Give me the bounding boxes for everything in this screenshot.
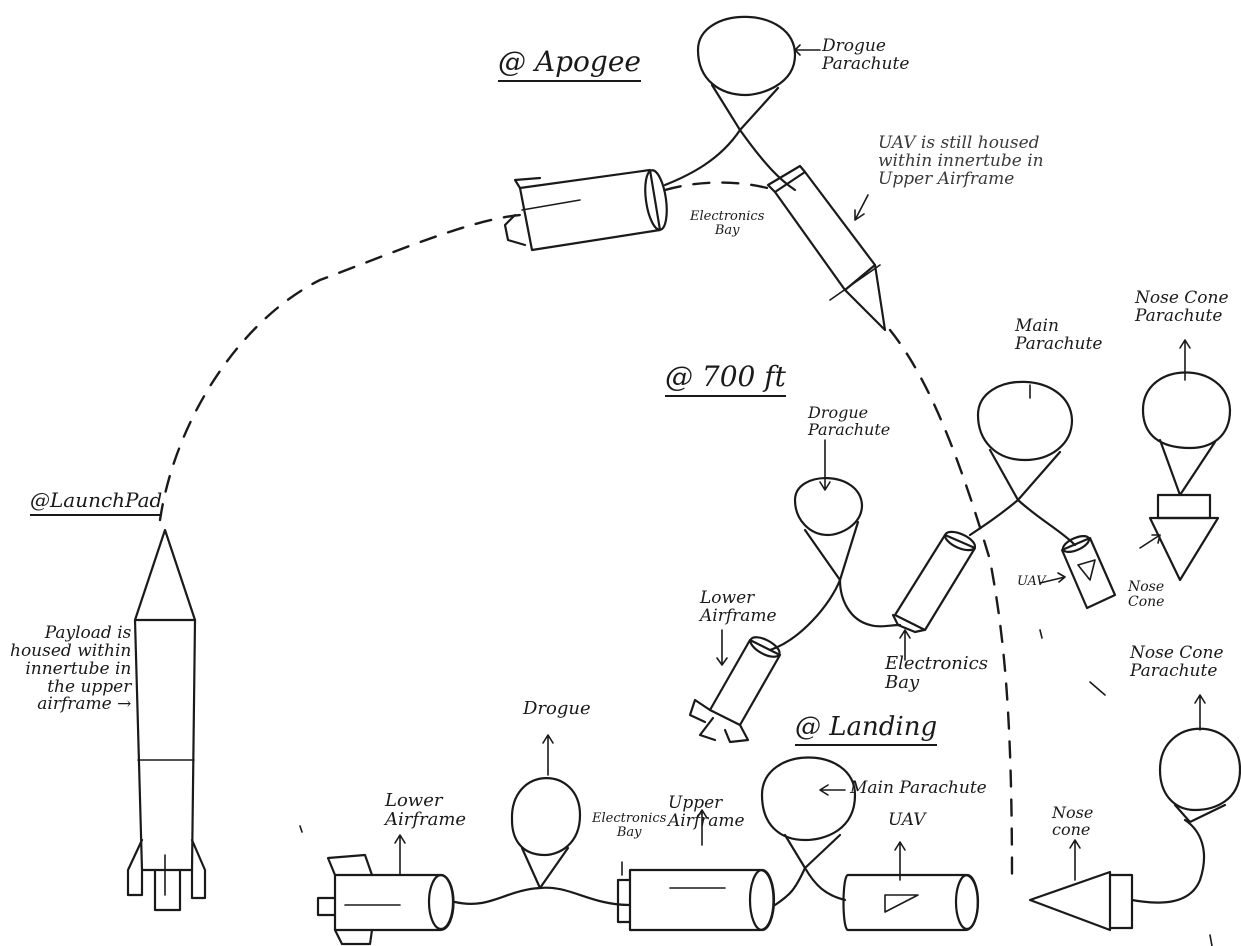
label-700ft-uav: UAV [1017,575,1046,589]
label-700ft-lower-airframe: Lower Airframe [700,590,777,626]
ft700-electronics-bay [893,528,977,660]
header-700ft: @ 700 ft [665,360,786,397]
ft700-side-dashes [1040,630,1105,695]
launch-rocket [128,530,205,910]
label-700ft-electronics-bay: Electronics Bay [885,655,988,693]
label-launch-payload: Payload is housed within innertube in th… [10,625,131,714]
label-landing-nose-cone: Nose cone [1052,805,1093,839]
ft700-drogue-parachute [770,440,900,650]
apogee-lower-airframe [505,169,670,250]
header-launch-pad: @LaunchPad [30,488,162,516]
header-apogee: @ Apogee [498,45,641,82]
landing-uav [844,842,979,930]
flight-path-apogee [665,183,775,191]
ft700-lower-airframe [690,630,782,742]
label-700ft-nose-cone: Nose Cone [1128,580,1164,609]
label-landing-uav: UAV [888,812,926,830]
ft700-main-parachute [970,382,1075,545]
landing-main-parachute [762,758,855,906]
landing-drogue [512,735,580,888]
ft700-uav [1040,533,1115,608]
landing-nose-parachute [1160,695,1240,822]
apogee-uav-arrow [855,195,868,220]
label-apogee-uav-housed: UAV is still housed within innertube in … [878,135,1044,189]
label-landing-main-parachute: Main Parachute [850,780,987,798]
label-landing-nose-cone-parachute: Nose Cone Parachute [1130,645,1224,681]
label-700ft-nose-cone-parachute: Nose Cone Parachute [1135,290,1229,326]
header-landing: @ Landing [795,712,937,746]
apogee-drogue-parachute [665,17,820,190]
landing-lower-airframe [318,835,454,944]
flight-path-ascent [160,215,520,520]
label-landing-electronics-bay: Electronics Bay [592,812,666,839]
label-apogee-electronics-bay: Electronics Bay [690,210,764,237]
label-apogee-drogue-parachute: Drogue Parachute [822,38,909,74]
landing-shockcord-1 [455,888,630,905]
ft700-nose-parachute [1143,340,1230,495]
apogee-upper-airframe [768,166,885,330]
label-700ft-drogue-parachute: Drogue Parachute [808,405,890,439]
label-landing-upper-airframe: Upper Airframe [668,795,745,831]
ft700-nose-cone [1140,495,1218,580]
label-700ft-main-parachute: Main Parachute [1015,318,1102,354]
label-landing-drogue: Drogue [523,700,591,719]
label-landing-lower-airframe: Lower Airframe [385,792,466,830]
